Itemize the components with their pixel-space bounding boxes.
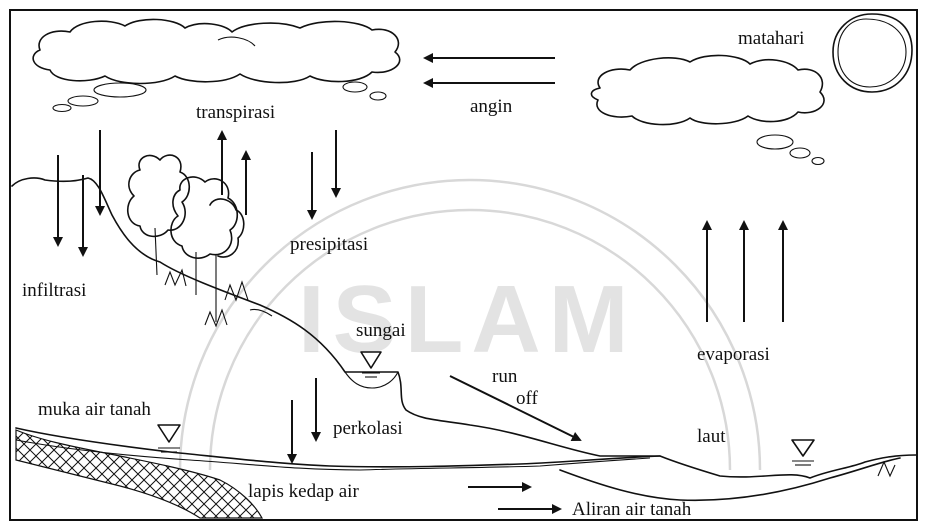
wind-label: angin xyxy=(470,96,513,117)
river-label: sungai xyxy=(356,320,406,341)
diagram-frame xyxy=(10,10,917,520)
impermeable-layer-label: lapis kedap air xyxy=(248,481,359,502)
sea-label: laut xyxy=(697,426,726,447)
precipitation-label: presipitasi xyxy=(290,234,368,255)
watermark-text: ISLAM xyxy=(298,266,637,373)
evaporation-label: evaporasi xyxy=(697,344,770,365)
cloud-large-left xyxy=(33,19,400,111)
transpiration-label: transpirasi xyxy=(196,102,275,123)
university-watermark: ISLAM xyxy=(180,180,760,470)
impermeable-layer xyxy=(16,430,262,518)
sun-label: matahari xyxy=(738,28,804,49)
water-table-label: muka air tanah xyxy=(38,399,151,420)
runoff-label-line2: off xyxy=(516,388,538,409)
percolation-label: perkolasi xyxy=(333,418,403,439)
infiltration-label: infiltrasi xyxy=(22,280,86,301)
trees-icon xyxy=(128,155,272,326)
sun-icon xyxy=(833,14,912,92)
runoff-label-line1: run xyxy=(492,366,518,387)
water-table-level-icon xyxy=(158,425,180,452)
cloud-right xyxy=(591,55,824,164)
river-bed xyxy=(345,372,398,388)
groundwater-flow-label: Aliran air tanah xyxy=(572,499,692,520)
sea-level-icon xyxy=(792,440,814,465)
